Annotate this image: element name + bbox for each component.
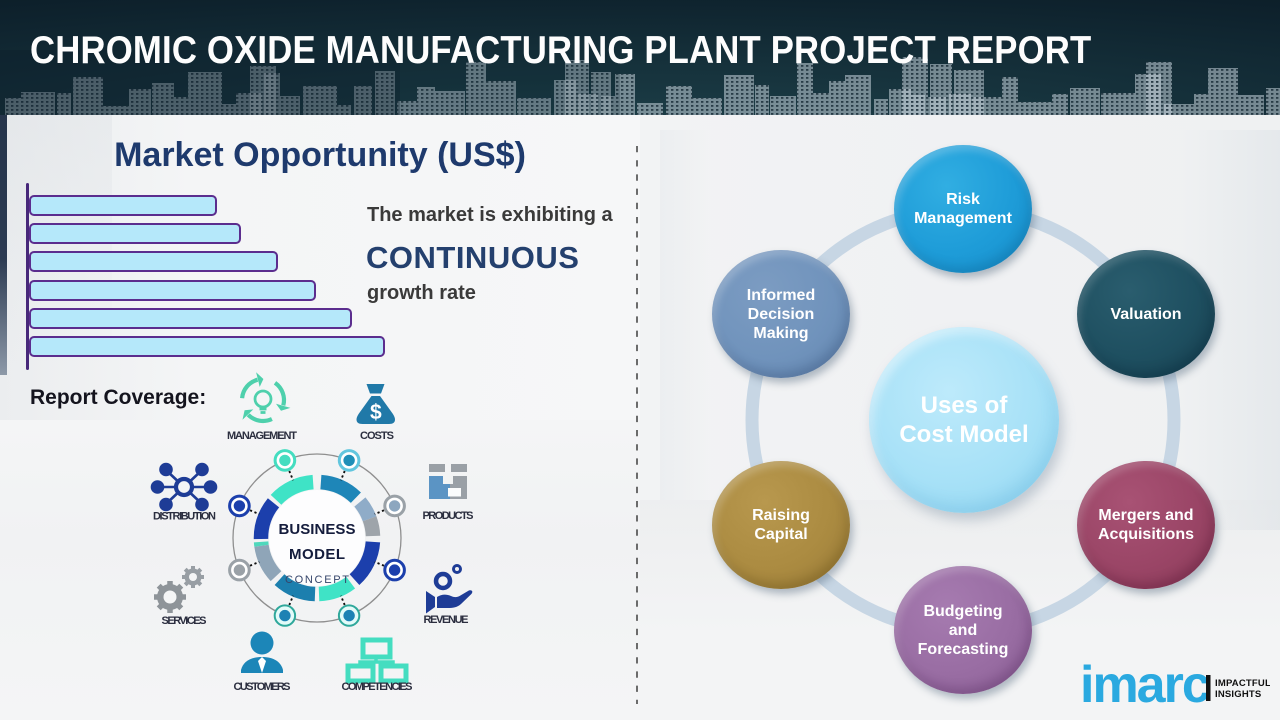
svg-text:PRODUCTS: PRODUCTS [423, 510, 474, 522]
svg-text:INSIGHTS: INSIGHTS [1215, 689, 1261, 700]
svg-text:CONCEPT: CONCEPT [285, 574, 349, 586]
svg-text:SERVICES: SERVICES [162, 615, 207, 627]
svg-text:COSTS: COSTS [360, 430, 394, 442]
svg-text:DISTRIBUTION: DISTRIBUTION [153, 511, 216, 523]
svg-text:CUSTOMERS: CUSTOMERS [234, 681, 291, 693]
svg-text:REVENUE: REVENUE [424, 614, 469, 626]
svg-text:COMPETENCIES: COMPETENCIES [342, 681, 413, 693]
svg-text:$: $ [370, 401, 382, 424]
svg-text:MANAGEMENT: MANAGEMENT [227, 430, 297, 442]
svg-text:MODEL: MODEL [289, 546, 345, 563]
svg-text:BUSINESS: BUSINESS [279, 521, 356, 538]
svg-text:imarc: imarc [1080, 656, 1210, 708]
svg-text:IMPACTFUL: IMPACTFUL [1215, 678, 1270, 689]
